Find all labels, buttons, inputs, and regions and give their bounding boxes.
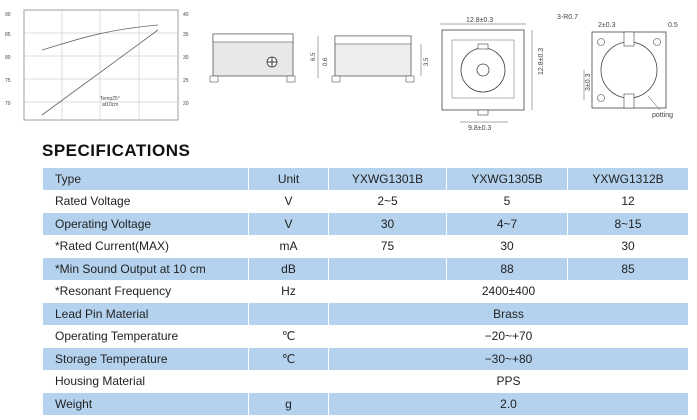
row-value-3: 8~15 <box>567 212 689 236</box>
row-label: Type <box>42 167 249 191</box>
row-value: −20~+70 <box>328 324 689 348</box>
svg-text:85: 85 <box>5 32 11 38</box>
row-value-1: 75 <box>328 234 447 258</box>
row-unit: Unit <box>248 167 329 191</box>
row-value-2: 4~7 <box>446 212 568 236</box>
row-value: Brass <box>328 302 689 326</box>
row-label: *Rated Current(MAX) <box>42 234 249 258</box>
row-label: *Min Sound Output at 10 cm <box>42 257 249 281</box>
row-value-3: YXWG1312B <box>567 167 689 191</box>
table-row: *Min Sound Output at 10 cm dB 88 85 <box>42 257 689 281</box>
row-value: PPS <box>328 369 689 393</box>
svg-text:35: 35 <box>183 32 189 38</box>
row-value-2: 88 <box>446 257 568 281</box>
row-label: Lead Pin Material <box>42 302 249 326</box>
row-unit: ℃ <box>248 347 329 371</box>
row-value-1: YXWG1301B <box>328 167 447 191</box>
table-row: Weight g 2.0 <box>42 392 689 416</box>
row-label: Storage Temperature <box>42 347 249 371</box>
row-label: Rated Voltage <box>42 189 249 213</box>
table-row: Type Unit YXWG1301B YXWG1305B YXWG1312B <box>42 167 689 191</box>
svg-text:25: 25 <box>183 78 189 84</box>
row-unit <box>248 369 329 393</box>
dim-pin-offset: 3±0.3 <box>585 73 592 91</box>
row-label: Housing Material <box>42 369 249 393</box>
row-unit: V <box>248 189 329 213</box>
row-label: Weight <box>42 392 249 416</box>
table-row: *Rated Current(MAX) mA 75 30 30 <box>42 234 689 258</box>
top-view: 12.8±0.3 12.8±0.3 9.8±0.3 <box>440 17 545 132</box>
row-unit: ℃ <box>248 324 329 348</box>
table-row: Storage Temperature ℃ −30~+80 <box>42 347 689 371</box>
dim-side-height: 6.5 <box>311 52 317 61</box>
row-value: 2.0 <box>328 392 689 416</box>
row-label: *Resonant Frequency <box>42 279 249 303</box>
side-view-dimensioned: 6.5 0.6 3.5 <box>311 35 430 83</box>
row-value-2: 30 <box>446 234 568 258</box>
row-unit <box>248 302 329 326</box>
row-value-2: 5 <box>446 189 568 213</box>
dim-pin-width: 2±0.3 <box>598 22 616 29</box>
row-value-3: 30 <box>567 234 689 258</box>
row-value: −30~+80 <box>328 347 689 371</box>
graph-label-1: Temp25° <box>100 96 120 102</box>
label-potting: potting <box>652 112 673 119</box>
dim-top-height: 12.8±0.3 <box>538 48 545 75</box>
dim-side-small: 0.6 <box>323 57 329 66</box>
row-unit: g <box>248 392 329 416</box>
table-row: Rated Voltage V 2~5 5 12 <box>42 189 689 213</box>
dim-pin-spacing: 9.8±0.3 <box>468 125 491 132</box>
svg-text:40: 40 <box>183 12 189 18</box>
table-row: Operating Temperature ℃ −20~+70 <box>42 324 689 348</box>
row-label: Operating Voltage <box>42 212 249 236</box>
row-value-3: 85 <box>567 257 689 281</box>
graph-label-2: at10cm <box>102 102 118 108</box>
svg-text:90: 90 <box>5 12 11 18</box>
table-row: Operating Voltage V 30 4~7 8~15 <box>42 212 689 236</box>
row-value-1 <box>328 257 447 281</box>
dim-side-right: 3.5 <box>424 57 430 66</box>
dim-radius: 3-R0.7 <box>557 14 578 21</box>
dim-top-width: 12.8±0.3 <box>466 17 493 24</box>
bottom-view: 3-R0.7 2±0.3 0.5 3±0.3 potting <box>557 14 678 119</box>
table-row: Housing Material PPS <box>42 369 689 393</box>
response-graph: 90 85 80 75 70 40 35 30 25 20 Temp25° at… <box>5 9 189 121</box>
row-label: Operating Temperature <box>42 324 249 348</box>
row-value-1: 30 <box>328 212 447 236</box>
row-value-1: 2~5 <box>328 189 447 213</box>
dim-pin-thick: 0.5 <box>668 22 678 29</box>
page-title: SPECIFICATIONS <box>42 141 191 160</box>
table-row: Lead Pin Material Brass <box>42 302 689 326</box>
table-row: *Resonant Frequency Hz 2400±400 <box>42 279 689 303</box>
side-view <box>209 33 296 83</box>
svg-text:75: 75 <box>5 78 11 84</box>
row-value: 2400±400 <box>328 279 689 303</box>
drawings-strip: 90 85 80 75 70 40 35 30 25 20 Temp25° at… <box>0 0 697 140</box>
svg-text:20: 20 <box>183 101 189 107</box>
row-value-2: YXWG1305B <box>446 167 568 191</box>
row-unit: Hz <box>248 279 329 303</box>
row-unit: V <box>248 212 329 236</box>
row-unit: mA <box>248 234 329 258</box>
svg-text:80: 80 <box>5 55 11 61</box>
specifications-table: Type Unit YXWG1301B YXWG1305B YXWG1312B … <box>42 167 689 416</box>
row-unit: dB <box>248 257 329 281</box>
svg-text:70: 70 <box>5 101 11 107</box>
row-value-3: 12 <box>567 189 689 213</box>
svg-text:30: 30 <box>183 55 189 61</box>
